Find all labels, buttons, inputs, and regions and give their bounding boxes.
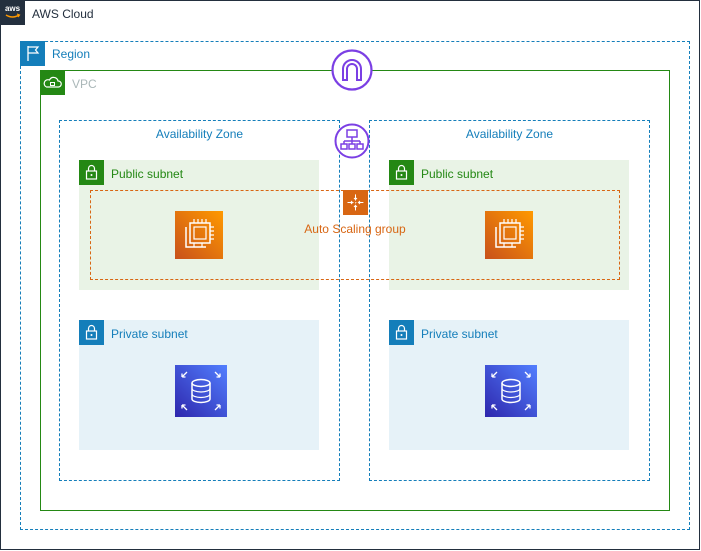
region-group	[20, 41, 690, 530]
availability-zone-1	[59, 120, 340, 481]
flag-icon	[20, 41, 45, 66]
aws-cloud-label: AWS Cloud	[32, 7, 94, 21]
private-subnet-2-label: Private subnet	[421, 327, 498, 341]
aws-cloud-icon: aws	[0, 0, 25, 25]
rds-database-icon	[485, 365, 537, 417]
region-label: Region	[52, 47, 91, 61]
availability-zone-2	[369, 120, 650, 481]
public-subnet-2-label: Public subnet	[421, 167, 494, 181]
load-balancer-icon	[334, 123, 370, 159]
padlock-icon	[389, 320, 414, 345]
availability-zone-2-label: Availability Zone	[465, 127, 554, 141]
svg-text:aws: aws	[5, 4, 21, 13]
padlock-icon	[79, 160, 104, 185]
internet-gateway-icon	[331, 49, 373, 91]
vpc-label: VPC	[72, 77, 97, 91]
public-subnet-1-label: Public subnet	[111, 167, 184, 181]
ec2-instance-icon	[485, 211, 533, 259]
rds-database-icon	[175, 365, 227, 417]
padlock-icon	[389, 160, 414, 185]
ec2-instance-icon	[175, 211, 223, 259]
padlock-icon	[79, 320, 104, 345]
auto-scaling-icon	[343, 190, 368, 215]
availability-zone-1-label: Availability Zone	[155, 127, 244, 141]
vpc-cloud-lock-icon	[40, 70, 65, 95]
auto-scaling-group-label: Auto Scaling group	[304, 222, 406, 236]
private-subnet-1-label: Private subnet	[111, 327, 188, 341]
